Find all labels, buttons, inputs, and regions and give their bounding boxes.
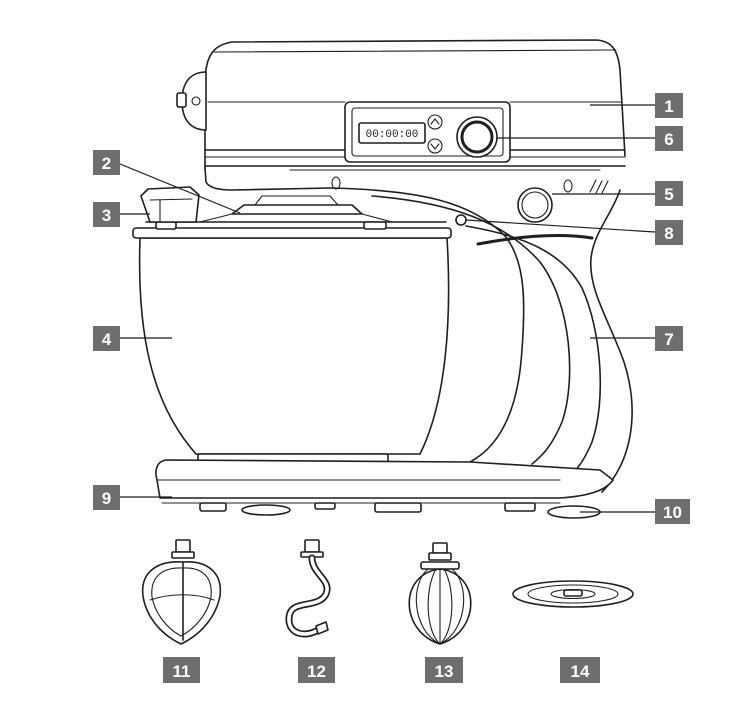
callout-14-number: 14 (571, 662, 590, 681)
splash-disc (512, 580, 634, 608)
timer-display-text: 00:00:00 (366, 129, 419, 141)
head-lock-button (517, 187, 553, 223)
mixer-base (155, 459, 614, 519)
bowl-body (138, 237, 450, 455)
callout-13: 13 (425, 657, 463, 683)
column-band (476, 234, 594, 246)
head-outline (204, 39, 626, 157)
callout-5-number: 5 (664, 185, 673, 204)
column-curve-inner (329, 187, 525, 463)
callout-8: 8 (655, 220, 683, 245)
callout-14: 14 (560, 657, 600, 683)
column-outer-edge (589, 189, 633, 493)
vent-slots (589, 179, 609, 194)
head-top-lip (213, 49, 617, 53)
callout-1: 1 (655, 93, 683, 118)
callout-9-number: 9 (102, 489, 111, 508)
callout-9: 9 (93, 485, 120, 510)
callout-12: 12 (298, 657, 335, 683)
column-curve-middle (371, 195, 571, 465)
callout-11: 11 (163, 657, 200, 683)
neck-left (204, 167, 331, 191)
mixing-bowl (132, 186, 452, 463)
callout-13-number: 13 (435, 662, 454, 681)
control-dial (456, 116, 498, 158)
whisk (408, 542, 472, 645)
callout-3: 3 (93, 202, 120, 227)
neck-lamp-right (563, 179, 573, 193)
bowl-rim (132, 227, 452, 239)
dough-hook (285, 539, 331, 638)
base-body (155, 459, 614, 499)
pouring-chute (140, 186, 200, 223)
release-lever (455, 214, 467, 226)
timer-display (358, 122, 426, 144)
mixer-head: 00:00:00 (176, 39, 626, 169)
callout-6: 6 (655, 126, 683, 151)
up-arrow-icon (427, 114, 443, 130)
callout-7-number: 7 (664, 330, 673, 349)
callout-5: 5 (655, 181, 683, 206)
down-arrow-icon (427, 138, 443, 154)
column-curve-front (465, 225, 602, 483)
callout-1-number: 1 (664, 97, 673, 116)
callout-6-number: 6 (664, 130, 673, 149)
splash-guard (145, 213, 447, 230)
mixer-column (329, 187, 633, 493)
callout-4-number: 4 (102, 330, 112, 349)
neck-lamp-left (331, 176, 341, 190)
callout-10-number: 10 (663, 503, 682, 522)
leader-line-2 (119, 163, 241, 214)
control-panel: 00:00:00 (344, 101, 511, 163)
leader-line-8 (465, 219, 656, 233)
flat-beater (141, 539, 222, 645)
callout-4: 4 (93, 326, 120, 351)
callout-8-number: 8 (664, 224, 673, 243)
callout-2: 2 (93, 150, 120, 175)
callout-7: 7 (655, 326, 683, 351)
callout-10: 10 (655, 499, 690, 524)
side-knob (176, 71, 207, 131)
callout-3-number: 3 (102, 206, 111, 225)
mixer-neck (204, 167, 609, 226)
leader-lines (119, 104, 656, 513)
attachment-hub (231, 195, 363, 215)
callout-12-number: 12 (307, 662, 326, 681)
callout-11-number: 11 (173, 662, 191, 681)
base-feet (199, 502, 601, 519)
callout-2-number: 2 (102, 154, 111, 173)
